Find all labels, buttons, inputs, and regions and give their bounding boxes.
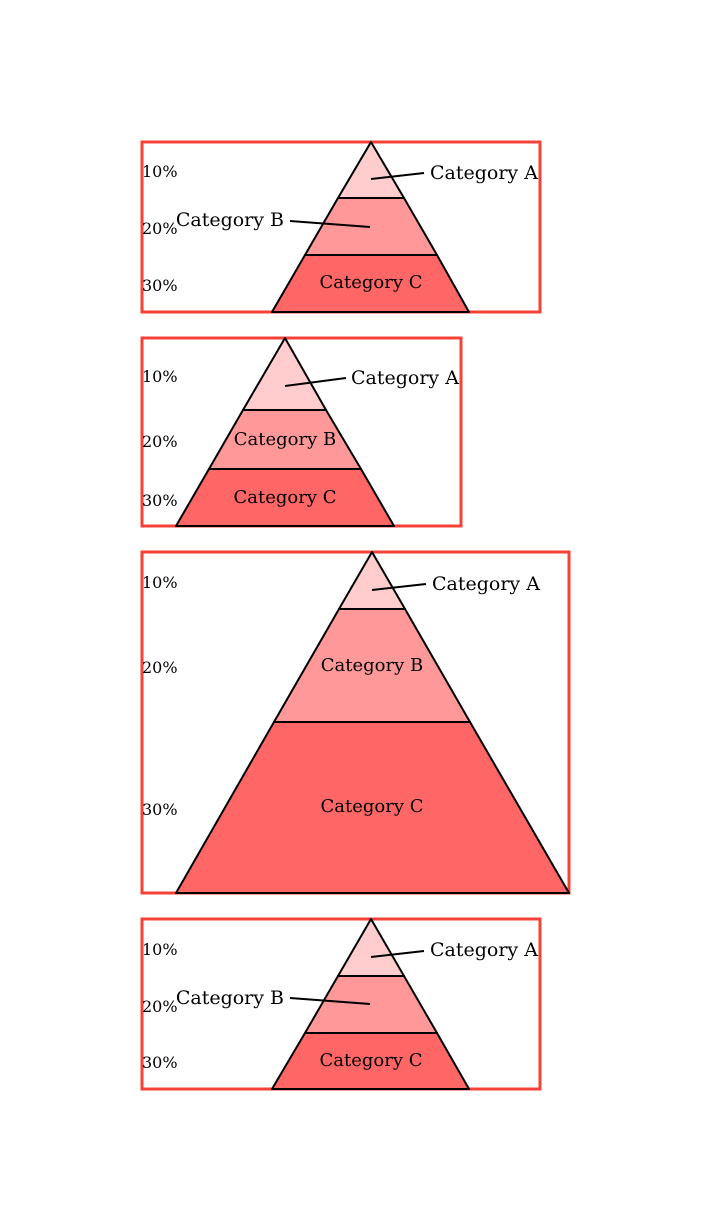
layer-c-2 (175, 468, 395, 527)
category-label: Category B (321, 655, 423, 676)
percent-label: 20% (142, 658, 178, 677)
pyramid-diagram-4: 10% 20% 30% Category A Category B Catego… (140, 917, 542, 1091)
callout-line-a (371, 583, 427, 591)
percent-label: 10% (142, 367, 178, 386)
layer-b-4 (304, 975, 438, 1034)
callout-line-a (370, 172, 425, 180)
category-label: Category A (430, 939, 538, 961)
layer-c-3 (175, 721, 570, 894)
pyramid-diagram-3: 10% 20% 30% Category A Category B Catego… (140, 550, 571, 895)
category-label: Category C (319, 272, 422, 293)
category-label: Category C (233, 487, 336, 508)
pyramid-diagram-2: 10% 20% 30% Category A Category B Catego… (140, 336, 463, 528)
layer-a-3 (338, 551, 406, 610)
percent-label: 10% (142, 940, 178, 959)
percent-label: 10% (142, 573, 178, 592)
layer-c-4 (271, 1032, 470, 1090)
layer-b-1 (304, 197, 438, 256)
category-label: Category B (176, 209, 284, 231)
layer-c-1 (271, 254, 470, 313)
category-label: Category B (176, 987, 284, 1009)
percent-label: 30% (142, 276, 178, 295)
percent-label: 20% (142, 997, 178, 1016)
percent-label: 20% (142, 219, 178, 238)
category-label: Category A (351, 367, 459, 389)
percent-label: 30% (142, 800, 178, 819)
layer-a-4 (337, 918, 405, 977)
category-label: Category C (320, 796, 423, 817)
category-label: Category A (432, 573, 540, 595)
percent-label: 30% (142, 491, 178, 510)
callout-line-b (289, 997, 371, 1005)
percent-label: 20% (142, 432, 178, 451)
layer-a-1 (337, 141, 405, 199)
percent-label: 10% (142, 162, 178, 181)
callout-line-a (284, 377, 347, 387)
callout-line-b (289, 220, 371, 228)
callout-line-a (370, 950, 425, 958)
category-label: Category C (319, 1050, 422, 1071)
percent-label: 30% (142, 1053, 178, 1072)
pyramid-diagram-1: 10% 20% 30% Category A Category B Catego… (140, 140, 542, 314)
category-label: Category B (234, 429, 336, 450)
layer-a-2 (242, 337, 327, 411)
category-label: Category A (430, 162, 538, 184)
